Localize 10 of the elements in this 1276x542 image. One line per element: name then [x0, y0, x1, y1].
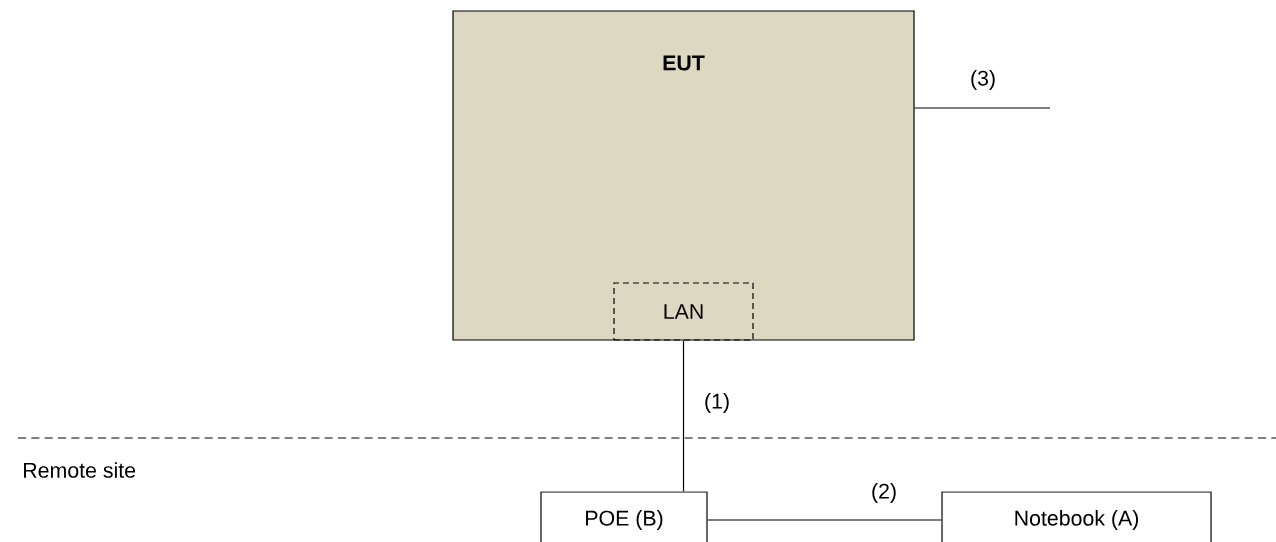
port-box: LAN — [613, 282, 754, 341]
device-box: Notebook (A) — [941, 491, 1212, 542]
area-label: Remote site — [24, 462, 136, 478]
device-box: POE (B) — [540, 491, 708, 542]
edge-label: (2) — [869, 481, 899, 505]
connector-line — [682, 340, 685, 492]
connector-line — [914, 107, 1051, 109]
connector-line — [707, 519, 942, 521]
edge-label: (1) — [702, 391, 732, 415]
edge-label: (3) — [968, 68, 998, 92]
